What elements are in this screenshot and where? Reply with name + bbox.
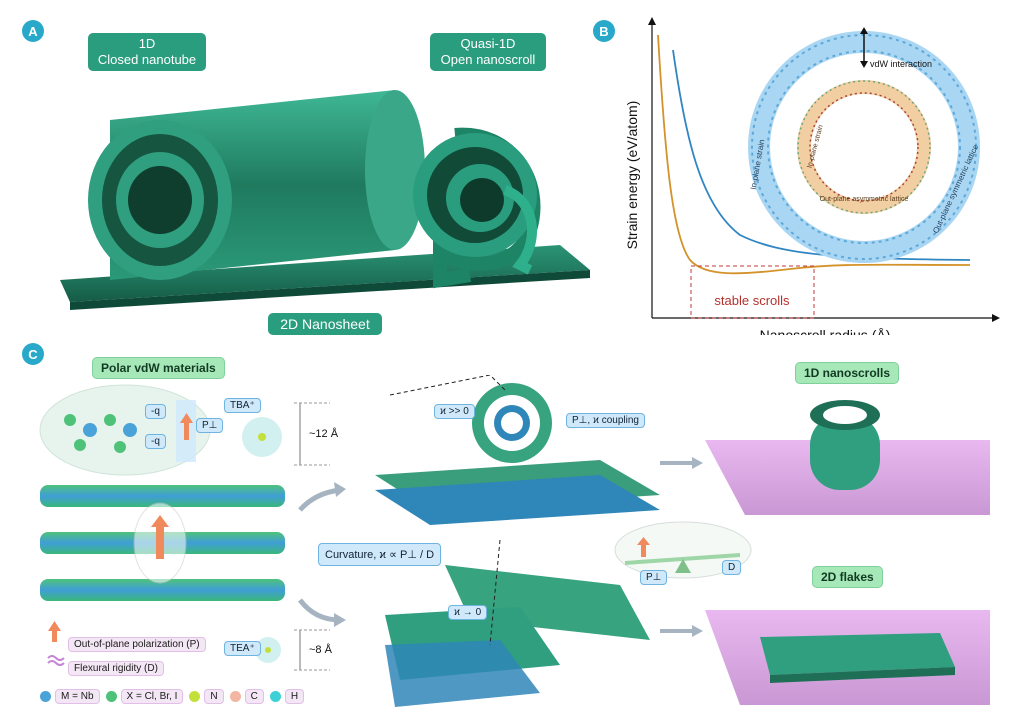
kappa-zero-label: ϰ → 0 <box>448 605 488 620</box>
atom-c-swatch <box>229 691 241 702</box>
kappa-large-label: ϰ >> 0 <box>434 404 475 419</box>
y-axis-label: Strain energy (eV/atom) <box>624 101 640 250</box>
atom-n-swatch <box>189 691 201 702</box>
stable-scrolls-label: stable scrolls <box>714 293 790 308</box>
atom-m-label: M = Nb <box>55 689 100 704</box>
x-axis-label: Nanoscroll radius (Å) <box>760 327 891 335</box>
nanoscroll-label-line1: Quasi-1D <box>460 36 516 51</box>
nanoscroll <box>413 127 541 289</box>
atom-m-swatch <box>40 691 51 702</box>
tba-size-label: ~12 Å <box>309 428 339 440</box>
atom-n-label: N <box>204 689 224 704</box>
strain-energy-chart: Strain energy (eV/atom) Nanoscroll radiu… <box>624 17 1000 335</box>
stable-scrolls-box <box>690 265 815 319</box>
atom-x-label: X = Cl, Br, I <box>120 689 184 704</box>
seesaw-bubble <box>614 521 752 579</box>
atom-h-label: H <box>284 689 305 704</box>
outplane-symmetric-label: Out-plane symmetric lattice <box>931 143 980 235</box>
2d-flake <box>760 633 955 675</box>
legend-polarization: Out-of-plane polarization (P) <box>68 637 206 652</box>
nanoscroll-label-line2: Open nanoscroll <box>440 52 536 67</box>
nanotube-label-line1: 1D <box>138 36 156 51</box>
neg-q-label-2: -q <box>145 434 166 449</box>
nanotube-label-line2: Closed nanotube <box>97 52 197 67</box>
nanoscrolls-result-label: 1D nanoscrolls <box>795 362 900 384</box>
panel-c-illustration <box>39 375 990 707</box>
neg-q-label-1: -q <box>145 404 166 419</box>
outplane-asymmetric-label: Out-plane asymmetric lattice <box>820 196 909 203</box>
tea-size-label: ~8 Å <box>309 644 332 656</box>
legend-rigidity: Flexural rigidity (D) <box>68 661 164 676</box>
tea-label: TEA⁺ <box>224 641 261 656</box>
atom-legend: M = Nb X = Cl, Br, I N C H <box>40 689 310 704</box>
p-perp-label: P⊥ <box>196 418 224 433</box>
panel-c-badge: C <box>22 343 44 365</box>
flat-layers <box>385 539 650 707</box>
polar-layer-stack <box>40 485 285 601</box>
flakes-result-label: 2D flakes <box>812 566 883 588</box>
seesaw-d-label: D <box>722 560 742 575</box>
seesaw-p-label: P⊥ <box>640 570 668 585</box>
scrolling-layers <box>375 375 660 525</box>
polar-vdw-label: Polar vdW materials <box>92 357 225 379</box>
arrow-to-scroll <box>298 487 341 512</box>
coupling-label: P⊥, ϰ coupling <box>566 413 645 428</box>
atom-c-label: C <box>244 689 264 704</box>
panel-a-badge: A <box>22 20 44 42</box>
curvature-label: Curvature, ϰ ∝ P⊥ / D <box>318 543 442 566</box>
nanoscroll-label: Quasi-1D Open nanoscroll <box>430 33 546 71</box>
ring-diagram: vdW interaction In-plane strain Out-plan… <box>748 27 981 263</box>
panel-a-illustration <box>60 90 590 310</box>
atom-x-swatch <box>105 691 117 702</box>
atom-h-swatch <box>269 691 281 702</box>
series-orange <box>657 34 971 275</box>
nanotube-label: 1D Closed nanotube <box>88 33 206 71</box>
nanosheet-label: 2D Nanosheet <box>268 313 382 335</box>
panel-b-badge: B <box>593 20 615 42</box>
vdw-interaction-label: vdW interaction <box>870 59 932 69</box>
tba-label: TBA⁺ <box>224 398 261 413</box>
